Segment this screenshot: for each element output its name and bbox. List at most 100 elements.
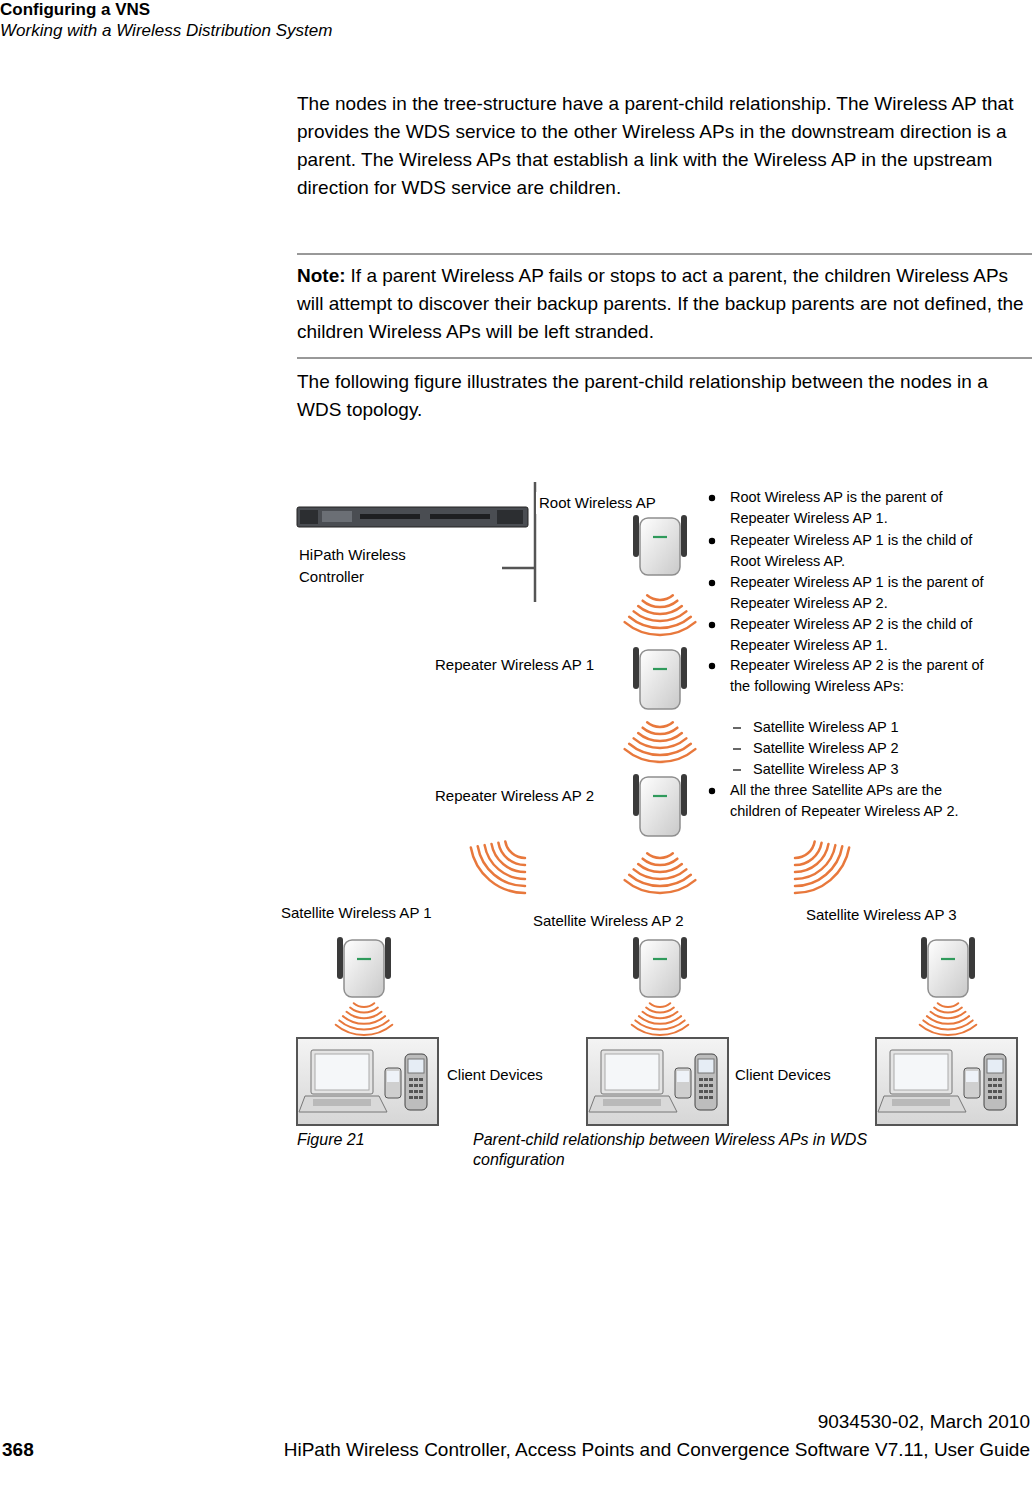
controller-rack <box>297 507 528 527</box>
access-point-icon <box>628 513 692 579</box>
rule-line <box>297 254 1032 255</box>
access-point-node: Repeater Wireless AP 2 <box>628 772 692 840</box>
note-paragraph: Note:If a parent Wireless AP fails or st… <box>297 262 1032 346</box>
node-label: Satellite Wireless AP 3 <box>806 904 957 926</box>
access-point-icon <box>628 935 692 1001</box>
note-text: If a parent Wireless AP fails or stops t… <box>297 265 1024 342</box>
text-label: Repeater Wireless AP 2 is the parent of … <box>730 655 996 697</box>
node-label: Root Wireless AP <box>536 492 659 514</box>
radio-waves <box>625 853 696 893</box>
access-point-node: Satellite Wireless AP 2 <box>628 935 692 1001</box>
text-label: The nodes in the tree-structure have a p… <box>297 90 1032 202</box>
status-led <box>357 958 371 960</box>
node-label: HiPath Wireless Controller <box>299 544 424 588</box>
running-header: Configuring a VNS <box>0 0 500 21</box>
text-label: Satellite Wireless AP 2 <box>753 738 993 759</box>
text-label: The following figure illustrates the par… <box>297 368 1032 424</box>
antenna <box>633 774 639 816</box>
access-point-node: Root Wireless AP <box>628 513 692 579</box>
bullet-dot <box>709 538 714 543</box>
rack-panel <box>300 510 318 524</box>
bullet-dot <box>709 580 714 585</box>
antenna <box>681 937 687 979</box>
access-point-node: Satellite Wireless AP 1 <box>332 935 396 1001</box>
antenna <box>633 647 639 689</box>
bullet-dot <box>709 663 714 668</box>
node-label: Repeater Wireless AP 2 <box>394 785 594 807</box>
radio-waves <box>625 595 696 635</box>
client-devices-box <box>297 1038 438 1125</box>
radio-waves <box>463 827 543 903</box>
access-point-node: Repeater Wireless AP 1 <box>628 645 692 713</box>
text-label: Figure 21 <box>297 1130 457 1150</box>
text-label: Root Wireless AP is the parent of Repeat… <box>730 487 996 529</box>
access-point-body <box>928 940 968 997</box>
antenna <box>633 515 639 557</box>
radio-waves <box>632 1003 689 1035</box>
running-header: Working with a Wireless Distribution Sys… <box>0 20 600 42</box>
bus-stub <box>502 567 535 570</box>
radio-waves <box>336 1003 393 1035</box>
antenna <box>385 937 391 979</box>
text-label: Satellite Wireless AP 1 <box>753 717 993 738</box>
antenna <box>681 647 687 689</box>
text-label: 9034530-02, March 2010 <box>560 1410 1030 1434</box>
antenna <box>681 515 687 557</box>
access-point-body <box>640 777 680 836</box>
controller-node: HiPath Wireless Controller <box>297 505 528 587</box>
text-label: Repeater Wireless AP 1 is the child of R… <box>730 530 996 572</box>
status-led <box>653 668 667 670</box>
access-point-icon <box>628 645 692 713</box>
antenna <box>681 774 687 816</box>
rule-line <box>297 358 1032 359</box>
dash-mark <box>733 748 741 749</box>
client-devices-box <box>587 1038 728 1125</box>
rack-slot <box>360 514 420 519</box>
status-led <box>653 958 667 960</box>
client-groups <box>297 1038 1017 1125</box>
node-label: Satellite Wireless AP 1 <box>281 902 432 924</box>
rack-slot <box>430 514 490 519</box>
note-heading: Note: <box>297 265 346 286</box>
text-label: All the three Satellite APs are the chil… <box>730 780 996 822</box>
access-point-node: Satellite Wireless AP 3 <box>916 935 980 1001</box>
text-rule <box>297 254 1032 358</box>
client-devices-box <box>876 1038 1017 1125</box>
access-point-icon <box>916 935 980 1001</box>
rack-panel <box>497 510 523 524</box>
page-number: 368 <box>2 1438 82 1462</box>
rack-panel <box>322 511 352 522</box>
bullet-dot <box>709 788 714 793</box>
radio-waves <box>778 827 858 903</box>
access-point-body <box>640 940 680 997</box>
access-point-body <box>344 940 384 997</box>
status-led <box>941 958 955 960</box>
access-point-icon <box>332 935 396 1001</box>
antenna <box>969 937 975 979</box>
access-point-body <box>640 518 680 575</box>
access-point-icon <box>628 772 692 840</box>
antenna <box>633 937 639 979</box>
node-label: Satellite Wireless AP 2 <box>533 910 684 932</box>
text-label: Client Devices <box>447 1064 577 1086</box>
radio-waves <box>920 1003 977 1035</box>
status-led <box>653 536 667 538</box>
text-label: Repeater Wireless AP 2 is the child of R… <box>730 614 996 656</box>
text-label: Satellite Wireless AP 3 <box>753 759 993 780</box>
figure-caption: Parent-child relationship between Wirele… <box>473 1130 953 1170</box>
antenna <box>921 937 927 979</box>
bullet-dot <box>709 622 714 627</box>
rack-body <box>297 507 528 527</box>
wired-bus <box>502 482 535 602</box>
status-led <box>653 795 667 797</box>
dash-mark <box>733 769 741 770</box>
access-point-body <box>640 650 680 709</box>
radio-waves <box>625 722 696 762</box>
node-label: Repeater Wireless AP 1 <box>394 654 594 676</box>
text-label: HiPath Wireless Controller, Access Point… <box>90 1438 1030 1462</box>
antenna <box>337 937 343 979</box>
text-label: Repeater Wireless AP 1 is the parent of … <box>730 572 996 614</box>
dash-mark <box>733 727 741 728</box>
bullet-dot <box>709 495 714 500</box>
